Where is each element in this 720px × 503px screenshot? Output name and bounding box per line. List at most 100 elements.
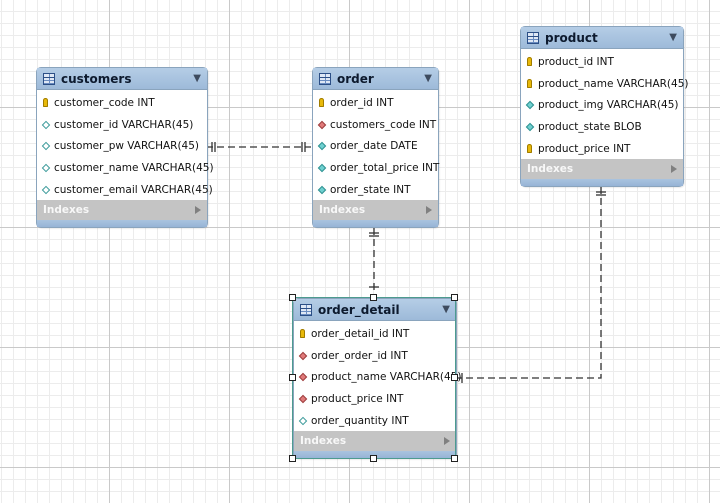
table-icon [300,303,312,316]
column-row[interactable]: customer_email VARCHAR(45) [37,179,213,201]
table-icon [527,31,539,44]
table-header[interactable]: customers ▼ [37,68,207,90]
table-header[interactable]: order ▼ [313,68,438,90]
column-row[interactable]: order_total_price INT [313,157,439,179]
column-row[interactable]: customer_id VARCHAR(45) [37,114,207,136]
table-name: order_detail [318,302,400,317]
column-list: order_detail_id INT order_order_id INT pro… [294,321,461,432]
column-label: order_quantity INT [311,414,409,427]
column-label: customer_pw VARCHAR(45) [54,140,200,153]
collapse-arrow-icon[interactable]: ▼ [669,32,677,43]
column-list: customer_code INT customer_id VARCHAR(45)… [37,90,214,201]
column-label: customer_email VARCHAR(45) [54,183,213,196]
expand-arrow-icon[interactable] [195,206,201,215]
table-name: customers [61,71,132,86]
nullable-column-icon [41,120,50,130]
not-null-column-icon [525,122,534,132]
table-product[interactable]: product ▼ product_id INT product_name VAR… [520,26,688,188]
resize-handle-top[interactable] [370,294,377,301]
column-label: customer_name VARCHAR(45) [54,161,214,174]
table-icon [43,72,55,85]
nullable-column-icon [41,141,50,151]
column-label: customer_code INT [54,96,155,109]
foreign-key-icon [317,120,326,130]
column-row[interactable]: product_name VARCHAR(45) [521,73,688,95]
primary-key-icon [525,57,534,67]
indexes-label: Indexes [300,435,347,448]
table-footer [521,179,683,187]
table-name: order [337,71,374,86]
table-customers[interactable]: customers ▼ customer_code INT customer_id… [36,67,214,229]
column-row[interactable]: product_id INT [521,51,683,73]
primary-key-icon [525,144,534,154]
column-row[interactable]: order_state INT [313,179,438,201]
foreign-key-icon [298,394,307,404]
expand-arrow-icon[interactable] [671,165,677,174]
column-row[interactable]: product_price INT [294,388,456,410]
table-header[interactable]: product ▼ [521,27,683,49]
nullable-column-icon [41,163,50,173]
expand-arrow-icon[interactable] [444,437,450,446]
column-label: order_detail_id INT [311,327,410,340]
column-row[interactable]: order_order_id INT [294,345,456,367]
relationship-product-order-detail[interactable] [455,187,606,383]
column-row[interactable]: customer_pw VARCHAR(45) [37,135,207,157]
indexes-section[interactable]: Indexes [313,200,438,221]
indexes-label: Indexes [43,204,90,217]
primary-key-icon [525,79,534,89]
column-row[interactable]: product_img VARCHAR(45) [521,94,683,116]
nullable-column-icon [298,416,307,426]
column-label: order_id INT [330,96,394,109]
resize-handle-bottom[interactable] [370,455,377,462]
table-icon [319,72,331,85]
table-header[interactable]: order_detail ▼ [294,299,456,321]
indexes-section[interactable]: Indexes [37,200,207,221]
resize-handle-top-right[interactable] [451,294,458,301]
column-row[interactable]: customer_code INT [37,92,207,114]
relationship-order-order-detail[interactable] [369,228,379,292]
resize-handle-top-left[interactable] [289,294,296,301]
expand-arrow-icon[interactable] [426,206,432,215]
column-row[interactable]: order_id INT [313,92,438,114]
resize-handle-bottom-right[interactable] [451,455,458,462]
column-row[interactable]: order_date DATE [313,135,438,157]
not-null-column-icon [317,163,326,173]
relationship-customers-order[interactable] [206,142,311,152]
indexes-label: Indexes [527,163,574,176]
column-row[interactable]: product_price INT [521,138,683,160]
column-label: customers_code INT [330,118,437,131]
collapse-arrow-icon[interactable]: ▼ [442,304,450,315]
table-footer [294,451,456,459]
column-row[interactable]: customers_code INT [313,114,438,136]
resize-handle-right[interactable] [451,374,458,381]
table-name: product [545,30,598,45]
column-list: product_id INT product_name VARCHAR(45) pr… [521,49,688,160]
indexes-label: Indexes [319,204,366,217]
not-null-column-icon [525,100,534,110]
column-label: product_name VARCHAR(45) [538,77,689,90]
column-row[interactable]: product_state BLOB [521,116,683,138]
foreign-key-icon [298,372,307,382]
resize-handle-left[interactable] [289,374,296,381]
foreign-key-icon [298,351,307,361]
column-list: order_id INT customers_code INT order_date… [313,90,439,201]
collapse-arrow-icon[interactable]: ▼ [193,73,201,84]
not-null-column-icon [317,185,326,195]
indexes-section[interactable]: Indexes [521,159,683,180]
column-row[interactable]: product_name VARCHAR(45) [294,366,461,388]
collapse-arrow-icon[interactable]: ▼ [424,73,432,84]
column-row[interactable]: customer_name VARCHAR(45) [37,157,214,179]
column-row[interactable]: order_quantity INT [294,410,456,432]
column-row[interactable]: order_detail_id INT [294,323,456,345]
column-label: product_name VARCHAR(45) [311,371,462,384]
resize-handle-bottom-left[interactable] [289,455,296,462]
indexes-section[interactable]: Indexes [294,431,456,452]
table-footer [37,220,207,228]
not-null-column-icon [317,141,326,151]
column-label: order_order_id INT [311,349,408,362]
primary-key-icon [317,98,326,108]
column-label: product_img VARCHAR(45) [538,99,679,112]
